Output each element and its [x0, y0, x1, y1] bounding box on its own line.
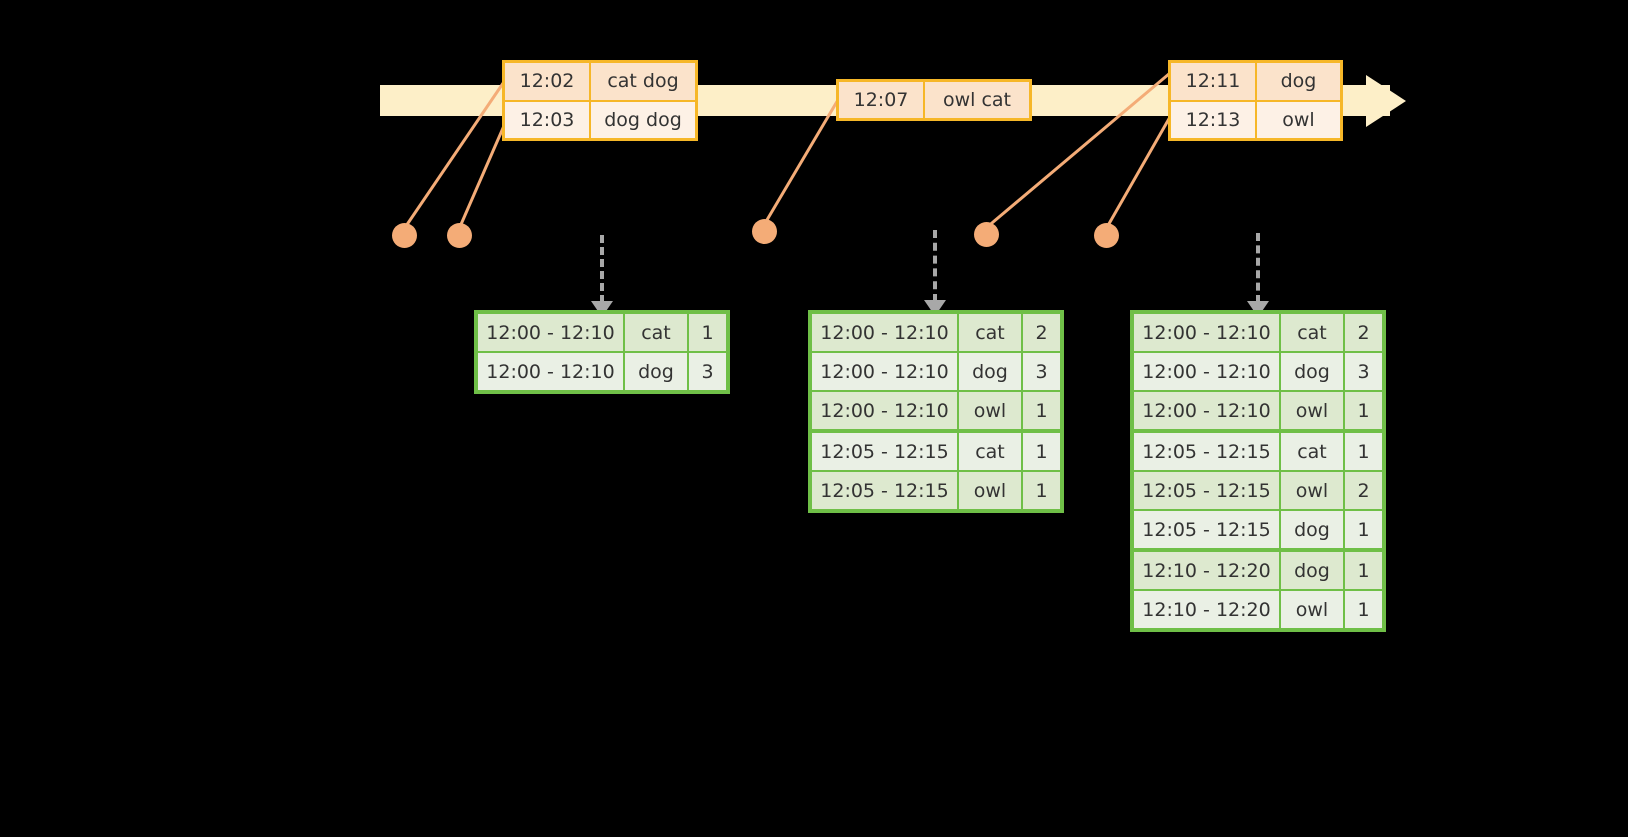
window-cell: 12:00 - 12:10 — [812, 392, 959, 429]
word-cell: dog — [1281, 511, 1345, 548]
down-arrow-2 — [924, 230, 946, 316]
word-cell: cat — [959, 433, 1023, 470]
down-arrow-1 — [591, 235, 613, 317]
event-words: cat dog — [607, 70, 679, 93]
timeline-arrow-head — [1366, 75, 1406, 127]
arrow-shaft — [933, 230, 937, 302]
word-cell: dog — [959, 353, 1023, 390]
word-cell: owl — [959, 392, 1023, 429]
event-box-1[interactable]: 12:02 cat dog 12:03 dog dog — [502, 60, 698, 141]
count-cell: 1 — [1023, 433, 1060, 470]
event-row: 12:02 cat dog — [505, 63, 695, 100]
window-cell: 12:00 - 12:10 — [1134, 353, 1281, 390]
event-row: 12:03 dog dog — [505, 99, 695, 138]
window-cell: 12:00 - 12:10 — [1134, 314, 1281, 351]
count-cell: 2 — [1345, 314, 1382, 351]
event-words: owl cat — [942, 89, 1012, 111]
event-time: 12:03 — [505, 101, 591, 138]
event-time: 12:13 — [1171, 101, 1257, 138]
word-cell: owl — [1281, 472, 1345, 509]
arrow-shaft — [1256, 233, 1260, 303]
count-cell: 1 — [689, 314, 726, 351]
count-cell: 1 — [1345, 433, 1382, 470]
word-cell: dog — [1281, 552, 1345, 589]
window-cell: 12:00 - 12:10 — [478, 353, 625, 390]
word-cell: owl — [1281, 392, 1345, 429]
count-cell: 1 — [1023, 472, 1060, 509]
count-cell: 3 — [689, 353, 726, 390]
count-cell: 1 — [1345, 392, 1382, 429]
word-cell: owl — [959, 472, 1023, 509]
event-row: 12:13 owl — [1171, 99, 1340, 138]
event-row: 12:07 owl cat — [839, 82, 1029, 118]
window-cell: 12:00 - 12:10 — [478, 314, 625, 351]
arrow-shaft — [600, 235, 604, 303]
dot-12-13[interactable] — [1094, 223, 1119, 248]
window-cell: 12:05 - 12:15 — [812, 472, 959, 509]
count-cell: 3 — [1345, 353, 1382, 390]
event-words: dog dog — [604, 108, 682, 131]
connector-12-13 — [1104, 109, 1176, 230]
window-cell: 12:05 - 12:15 — [1134, 433, 1281, 470]
count-cell: 1 — [1345, 511, 1382, 548]
event-row: 12:11 dog — [1171, 63, 1340, 100]
word-cell: cat — [1281, 314, 1345, 351]
count-cell: 1 — [1345, 552, 1382, 589]
event-time: 12:11 — [1171, 63, 1257, 100]
word-cell: dog — [625, 353, 689, 390]
window-cell: 12:00 - 12:10 — [812, 353, 959, 390]
window-cell: 12:10 - 12:20 — [1134, 591, 1281, 628]
word-cell: cat — [625, 314, 689, 351]
count-cell: 1 — [1023, 392, 1060, 429]
dot-12-03[interactable] — [447, 223, 472, 248]
dot-12-11[interactable] — [974, 222, 999, 247]
event-time: 12:02 — [505, 63, 591, 100]
event-words: owl — [1282, 108, 1315, 131]
count-cell: 1 — [1345, 591, 1382, 628]
word-cell: cat — [959, 314, 1023, 351]
word-cell: owl — [1281, 591, 1345, 628]
window-cell: 12:10 - 12:20 — [1134, 552, 1281, 589]
dot-12-02[interactable] — [392, 223, 417, 248]
event-box-2[interactable]: 12:07 owl cat — [836, 79, 1032, 121]
count-cell: 3 — [1023, 353, 1060, 390]
window-cell: 12:05 - 12:15 — [1134, 472, 1281, 509]
word-cell: dog — [1281, 353, 1345, 390]
window-cell: 12:05 - 12:15 — [812, 433, 959, 470]
event-box-3[interactable]: 12:11 dog 12:13 owl — [1168, 60, 1343, 141]
window-cell: 12:00 - 12:10 — [812, 314, 959, 351]
event-words: dog — [1280, 70, 1317, 93]
event-time: 12:07 — [839, 82, 925, 118]
dot-12-07[interactable] — [752, 219, 777, 244]
window-cell: 12:00 - 12:10 — [1134, 392, 1281, 429]
down-arrow-3 — [1247, 233, 1269, 317]
window-cell: 12:05 - 12:15 — [1134, 511, 1281, 548]
count-cell: 2 — [1023, 314, 1060, 351]
count-cell: 2 — [1345, 472, 1382, 509]
word-cell: cat — [1281, 433, 1345, 470]
